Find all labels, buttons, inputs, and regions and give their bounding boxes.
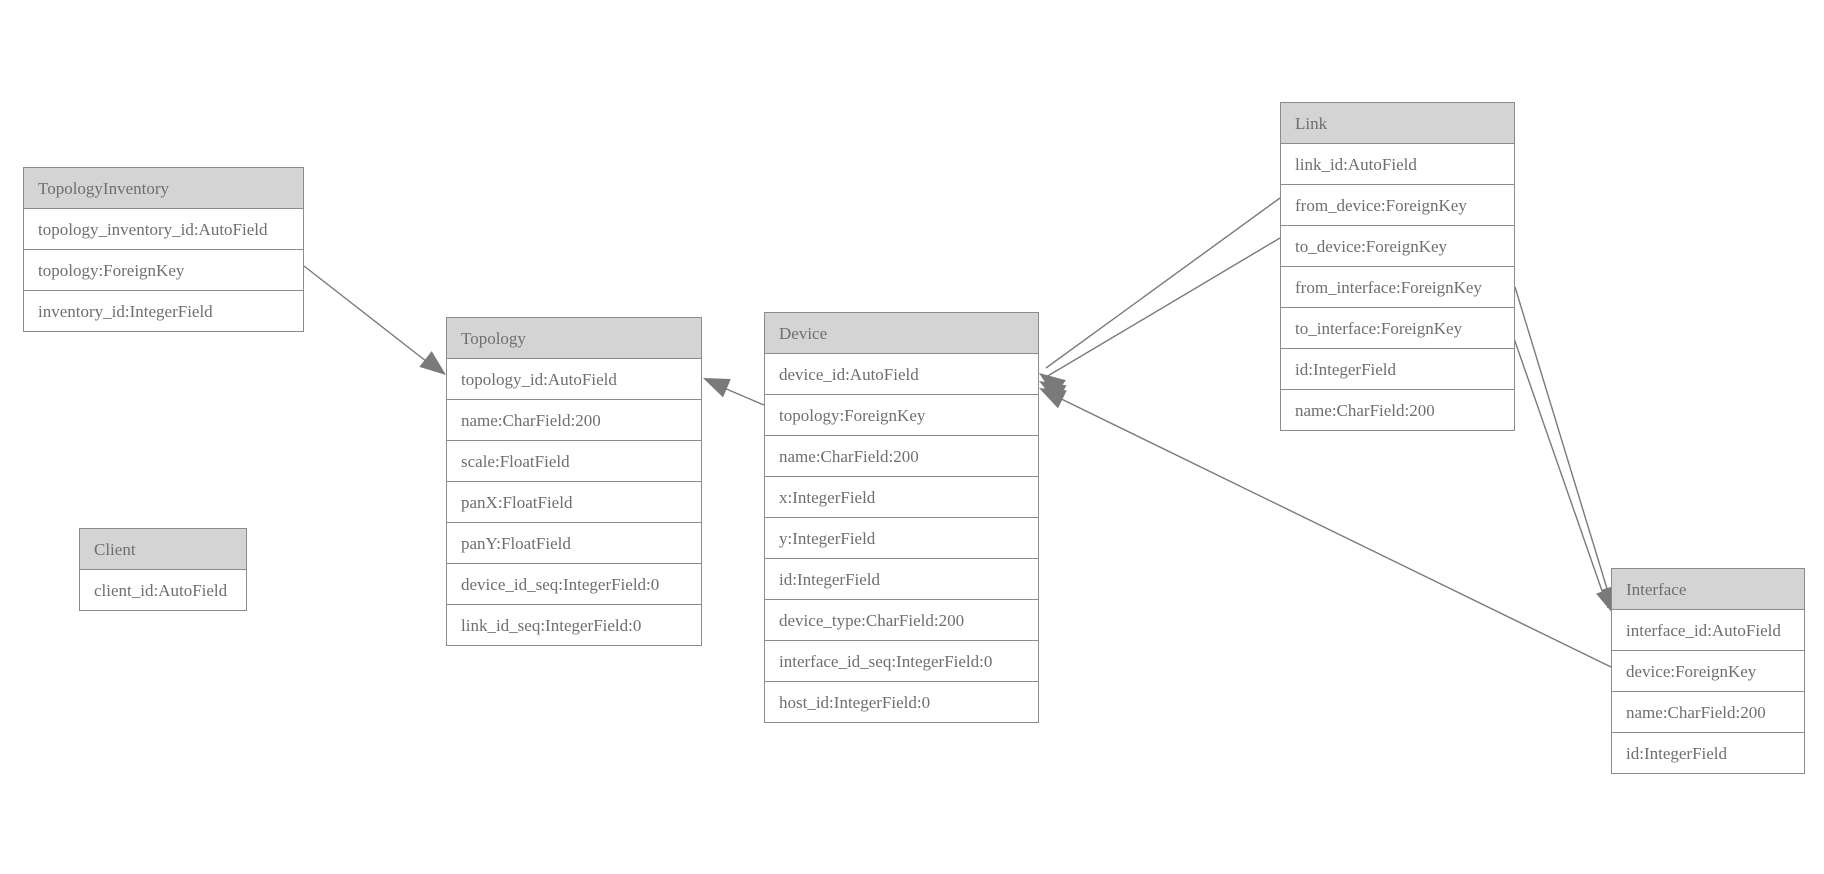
relationship-line [709,381,765,406]
relationship-line [1509,326,1609,609]
entity-title-topology_inventory: TopologyInventory [24,168,303,209]
attribute-row[interactable]: to_device:ForeignKey [1281,226,1514,267]
attribute-row[interactable]: y:IntegerField [765,518,1038,559]
relationship-device-topology[interactable] [699,369,765,406]
attribute-row[interactable]: topology:ForeignKey [765,395,1038,436]
attribute-row[interactable]: topology_inventory_id:AutoField [24,209,303,250]
attribute-row[interactable]: x:IntegerField [765,477,1038,518]
attribute-row[interactable]: to_interface:ForeignKey [1281,308,1514,349]
attribute-row[interactable]: link_id_seq:IntegerField:0 [447,605,701,645]
attribute-row[interactable]: device_type:CharField:200 [765,600,1038,641]
attribute-row[interactable]: topology:ForeignKey [24,250,303,291]
relationship-link-tointerface-interface[interactable] [1509,326,1623,618]
entity-title-device: Device [765,313,1038,354]
attribute-row[interactable]: interface_id:AutoField [1612,610,1804,651]
relationship-link-todevice-device[interactable] [1034,237,1281,403]
relationship-topologyinventory-topology[interactable] [303,265,452,383]
attribute-row[interactable]: id:IntegerField [765,559,1038,600]
attribute-row[interactable]: host_id:IntegerField:0 [765,682,1038,722]
attribute-row[interactable]: device:ForeignKey [1612,651,1804,692]
attribute-row[interactable]: name:CharField:200 [1281,390,1514,430]
entity-title-client: Client [80,529,246,570]
relationship-line [1045,197,1281,369]
attribute-row[interactable]: id:IntegerField [1281,349,1514,390]
attribute-row[interactable]: id:IntegerField [1612,733,1804,773]
relationship-line [1045,237,1281,378]
attribute-row[interactable]: panY:FloatField [447,523,701,564]
relationship-line [303,265,441,373]
attribute-row[interactable]: name:CharField:200 [765,436,1038,477]
entity-title-topology: Topology [447,318,701,359]
relationship-link-frominterface-interface[interactable] [1514,286,1628,615]
relationship-link-fromdevice-device[interactable] [1033,197,1281,397]
attribute-row[interactable]: from_interface:ForeignKey [1281,267,1514,308]
relationship-arrowhead [703,378,731,398]
attribute-row[interactable]: device_id:AutoField [765,354,1038,395]
entity-title-interface: Interface [1612,569,1804,610]
attribute-row[interactable]: device_id_seq:IntegerField:0 [447,564,701,605]
attribute-row[interactable]: inventory_id:IntegerField [24,291,303,331]
relationship-line [1046,391,1612,668]
attribute-row[interactable]: scale:FloatField [447,441,701,482]
attribute-row[interactable]: topology_id:AutoField [447,359,701,400]
attribute-row[interactable]: client_id:AutoField [80,570,246,610]
attribute-row[interactable]: name:CharField:200 [447,400,701,441]
attribute-row[interactable]: interface_id_seq:IntegerField:0 [765,641,1038,682]
entity-title-link: Link [1281,103,1514,144]
attribute-list-client: client_id:AutoField [80,570,246,610]
attribute-row[interactable]: from_device:ForeignKey [1281,185,1514,226]
relationship-arrowhead [1039,388,1067,409]
attribute-row[interactable]: panX:FloatField [447,482,701,523]
attribute-row[interactable]: link_id:AutoField [1281,144,1514,185]
relationship-line [1514,286,1613,606]
attribute-row[interactable]: name:CharField:200 [1612,692,1804,733]
